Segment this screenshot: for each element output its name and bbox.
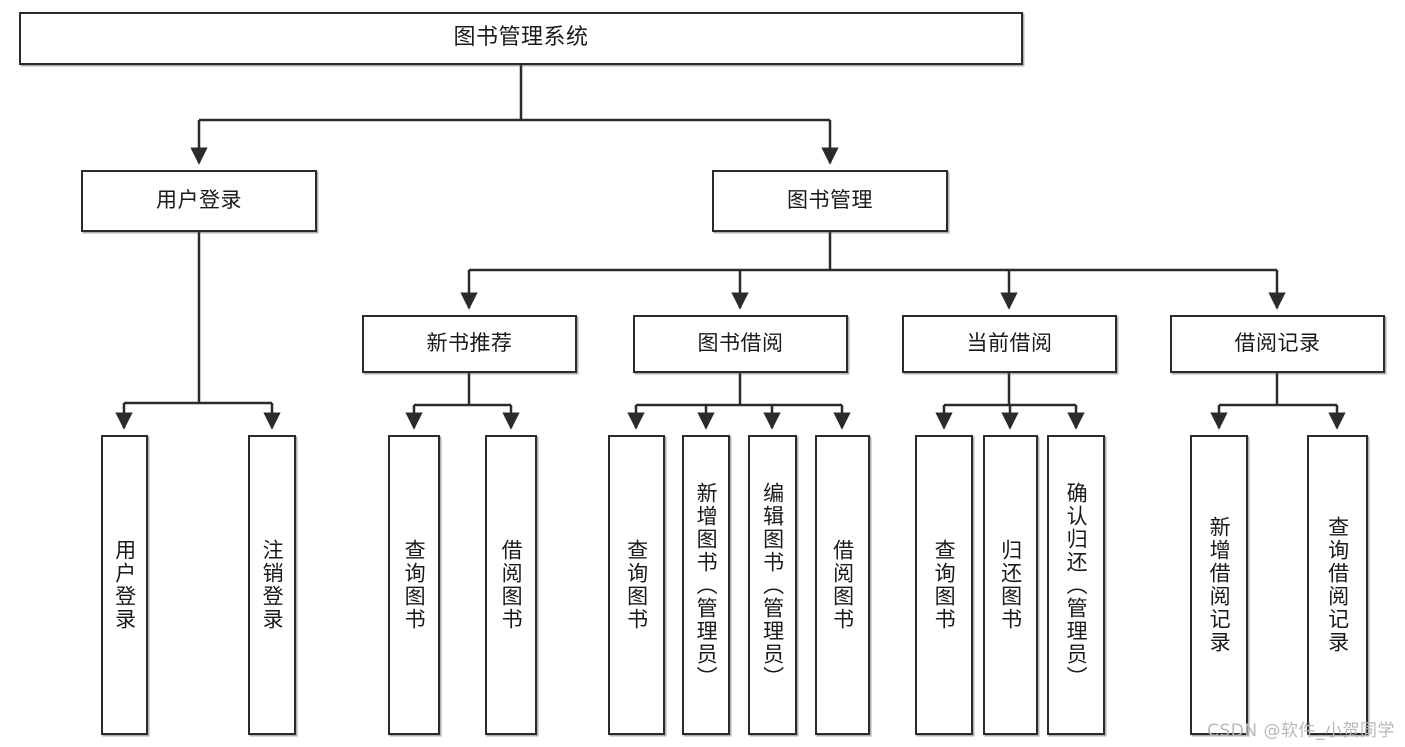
node-book-management-label: 图书管理 (787, 188, 873, 213)
node-root[interactable]: 图书管理系统 (19, 12, 1023, 65)
leaf-borrow-book-recommend-label: 借阅图书 (499, 539, 524, 631)
node-user-login-label: 用户登录 (156, 188, 242, 213)
leaf-edit-book-admin-label: 编辑图书（管理员） (760, 481, 785, 689)
node-current-borrow[interactable]: 当前借阅 (902, 315, 1117, 373)
node-new-book-recommend-label: 新书推荐 (426, 331, 513, 356)
node-current-borrow-label: 当前借阅 (966, 331, 1053, 356)
leaf-confirm-return-admin-label: 确认归还（管理员） (1064, 481, 1089, 689)
leaf-borrow-book-recommend[interactable]: 借阅图书 (485, 435, 537, 735)
node-borrow-records[interactable]: 借阅记录 (1170, 315, 1385, 373)
leaf-logout[interactable]: 注销登录 (248, 435, 296, 735)
leaf-logout-label: 注销登录 (260, 539, 285, 631)
leaf-add-borrow-record-label: 新增借阅记录 (1207, 516, 1232, 654)
leaf-query-book-recommend[interactable]: 查询图书 (388, 435, 440, 735)
leaf-query-book-borrow-label: 查询图书 (624, 539, 649, 631)
node-new-book-recommend[interactable]: 新书推荐 (362, 315, 577, 373)
node-root-label: 图书管理系统 (453, 25, 589, 51)
leaf-add-borrow-record[interactable]: 新增借阅记录 (1190, 435, 1248, 735)
leaf-borrow-book-label: 借阅图书 (830, 539, 855, 631)
node-book-management[interactable]: 图书管理 (712, 170, 948, 232)
leaf-add-book-admin[interactable]: 新增图书（管理员） (682, 435, 730, 735)
leaf-user-login-label: 用户登录 (112, 539, 137, 631)
node-borrow-records-label: 借阅记录 (1234, 331, 1321, 356)
leaf-query-borrow-record[interactable]: 查询借阅记录 (1307, 435, 1368, 735)
leaf-query-book-borrow[interactable]: 查询图书 (608, 435, 665, 735)
leaf-query-borrow-record-label: 查询借阅记录 (1325, 516, 1350, 654)
leaf-add-book-admin-label: 新增图书（管理员） (694, 481, 719, 689)
leaf-query-book-recommend-label: 查询图书 (402, 539, 427, 631)
leaf-query-book-current-label: 查询图书 (932, 539, 957, 631)
leaf-return-book-label: 归还图书 (998, 539, 1023, 631)
leaf-confirm-return-admin[interactable]: 确认归还（管理员） (1047, 435, 1105, 735)
node-user-login[interactable]: 用户登录 (81, 170, 317, 232)
leaf-return-book[interactable]: 归还图书 (983, 435, 1038, 735)
leaf-borrow-book[interactable]: 借阅图书 (815, 435, 870, 735)
leaf-query-book-current[interactable]: 查询图书 (915, 435, 973, 735)
leaf-user-login[interactable]: 用户登录 (101, 435, 148, 735)
node-book-borrow[interactable]: 图书借阅 (633, 315, 848, 373)
node-book-borrow-label: 图书借阅 (697, 331, 784, 356)
leaf-edit-book-admin[interactable]: 编辑图书（管理员） (748, 435, 797, 735)
